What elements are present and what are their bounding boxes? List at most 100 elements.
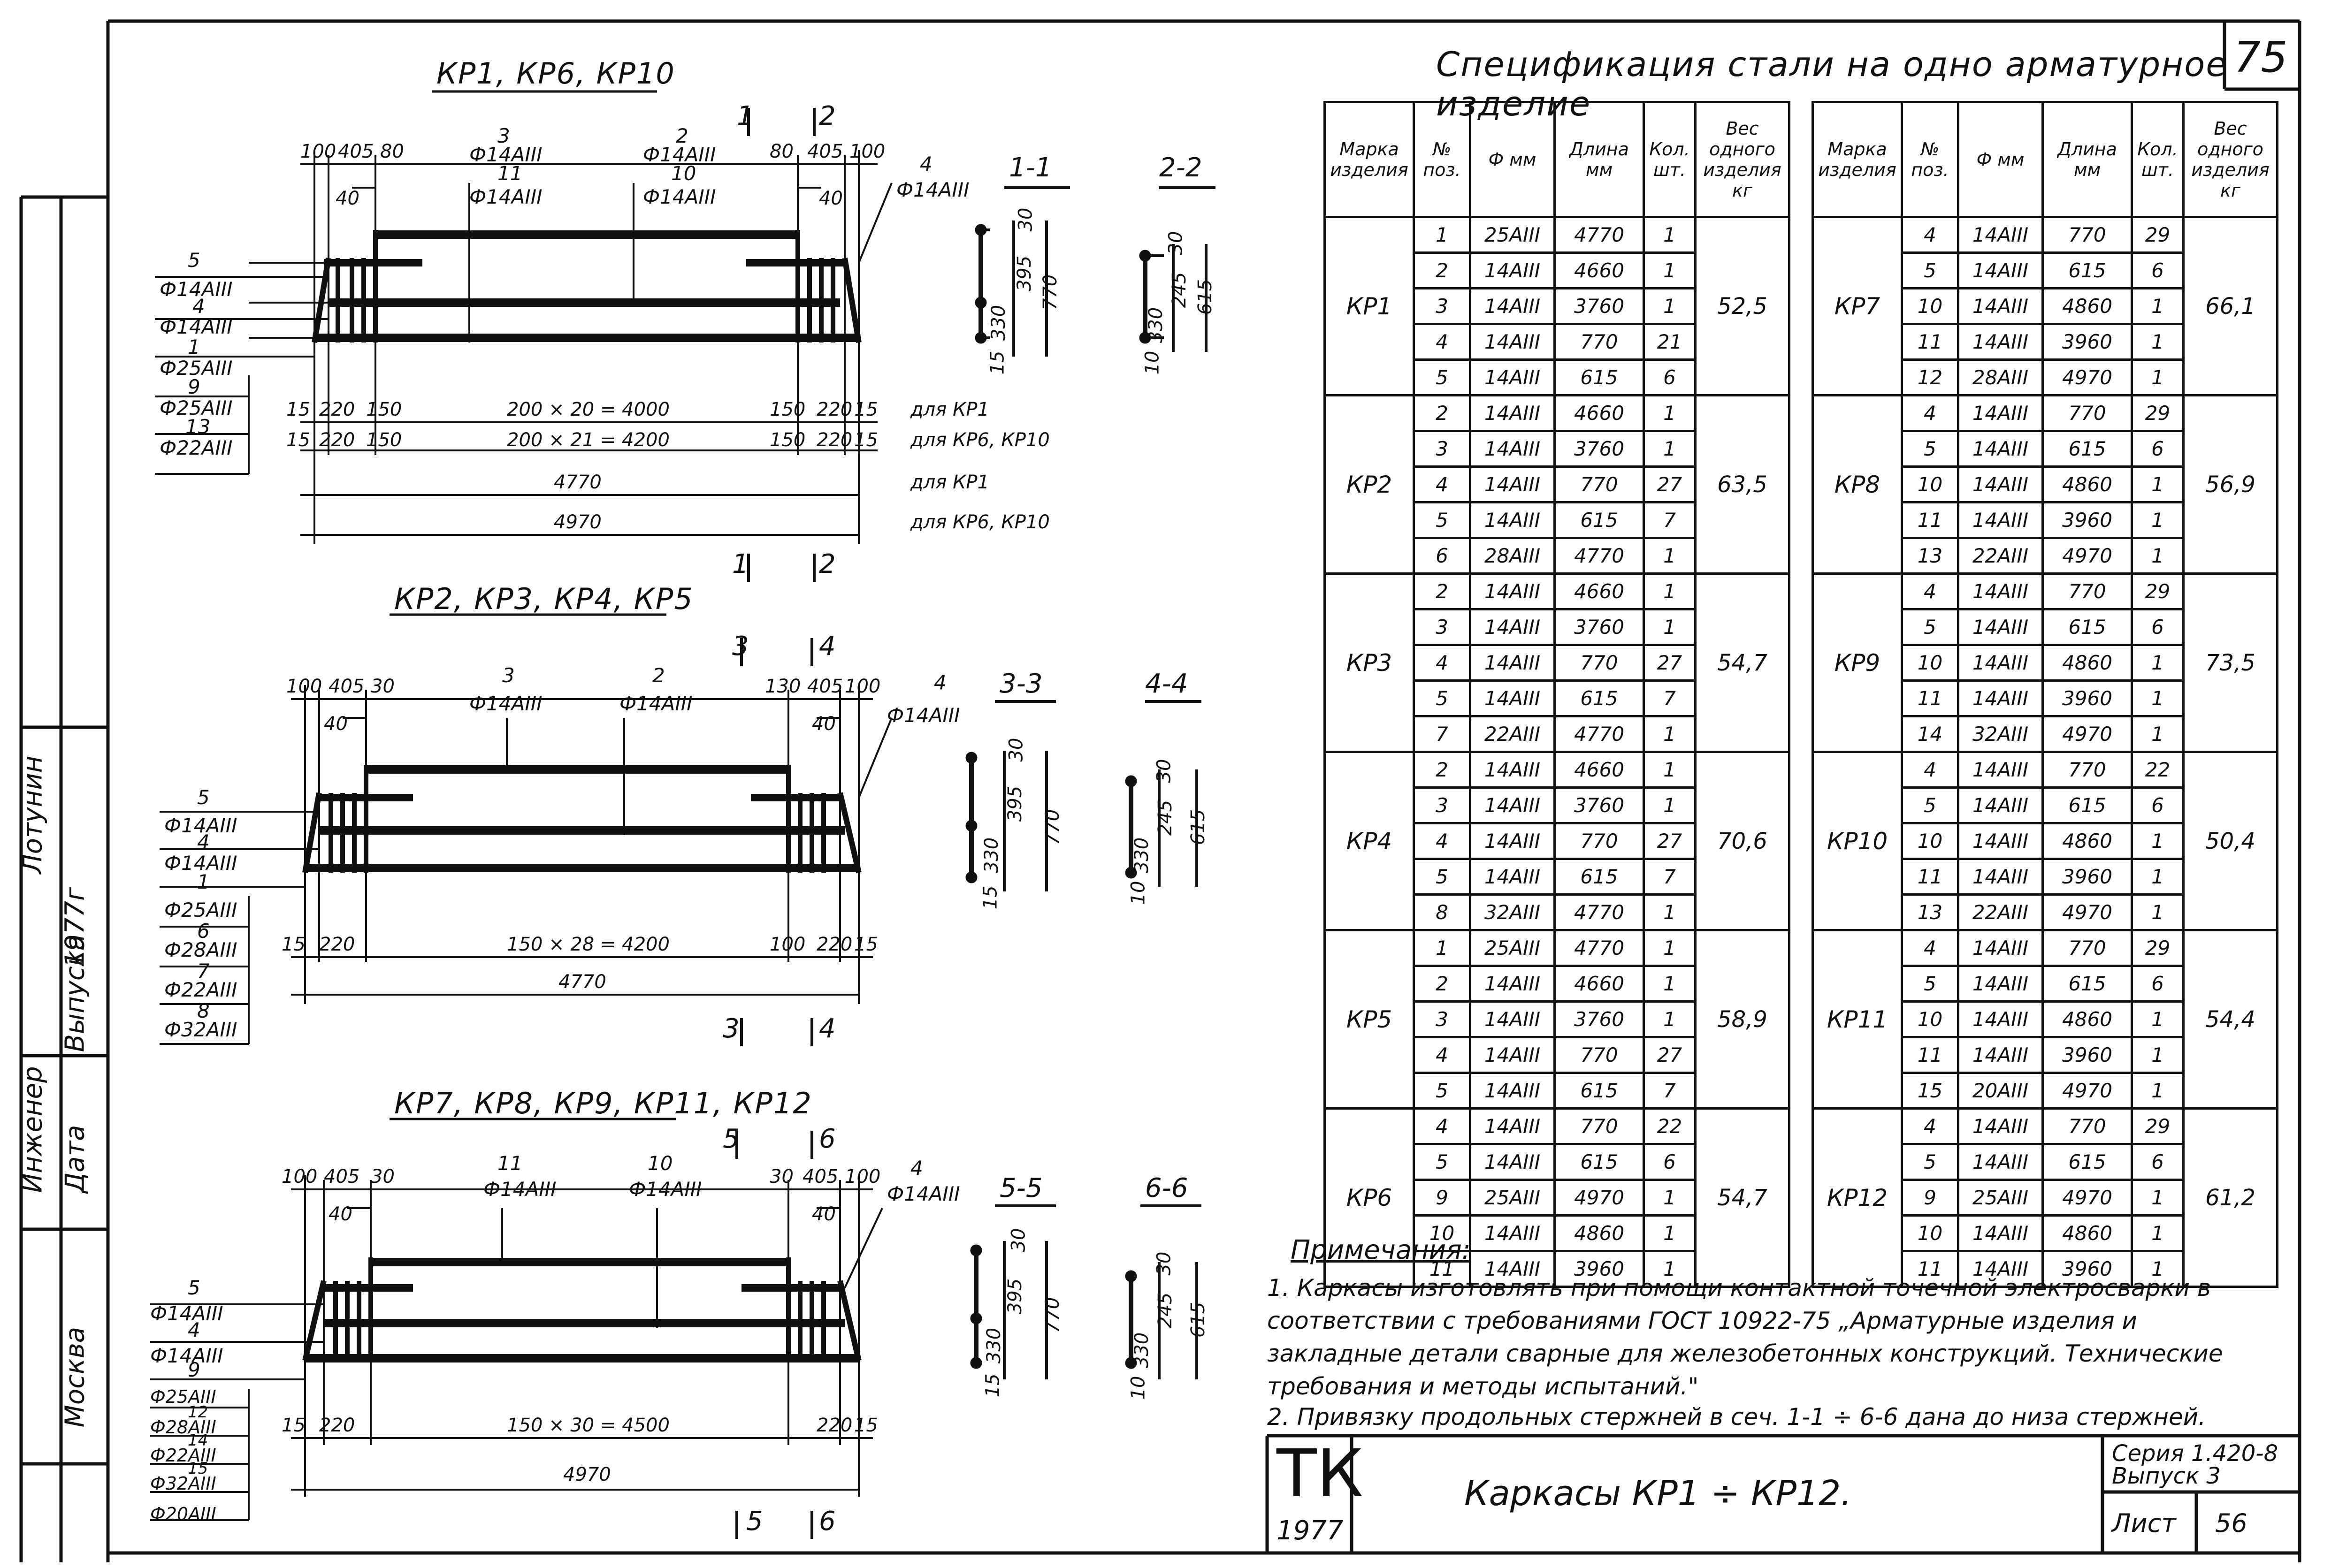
section-title-6-6: 6-6 bbox=[1145, 1173, 1188, 1203]
cell-len: 4770 bbox=[1553, 893, 1645, 931]
cell-dia: 14АIII bbox=[1957, 786, 2044, 824]
cell-pos: 6 bbox=[1413, 537, 1471, 575]
cell-len: 4770 bbox=[1553, 216, 1645, 254]
cell-len: 770 bbox=[1553, 323, 1645, 361]
stamp-issued: Выпуска bbox=[60, 934, 91, 1052]
cell-len: 615 bbox=[1553, 1143, 1645, 1181]
cell-dia: 14АIII bbox=[1957, 251, 2044, 289]
cell-dia: 14АIII bbox=[1957, 430, 2044, 468]
cell-weight: 70,6 bbox=[1694, 751, 1790, 931]
cell-len: 3760 bbox=[1553, 786, 1645, 824]
spec-table-right: Марка изделия № поз. Ф мм Длина мм Кол. … bbox=[1812, 101, 2278, 1288]
section-mark: 4 bbox=[819, 631, 836, 662]
cell-mark: КР11 bbox=[1812, 929, 1903, 1110]
cell-len: 3960 bbox=[2041, 501, 2133, 539]
cell-len: 4860 bbox=[2041, 465, 2133, 503]
dim-center: 200 × 21 = 4200 bbox=[507, 429, 670, 451]
sheet-label: Лист bbox=[2112, 1508, 2176, 1538]
cell-len: 4970 bbox=[2041, 715, 2133, 753]
cell-qty: 1 bbox=[1643, 1250, 1697, 1288]
tk-logo: ТК bbox=[1277, 1436, 1363, 1512]
cell-qty: 1 bbox=[2131, 287, 2185, 325]
cell-len: 615 bbox=[1553, 358, 1645, 396]
cell-mark: КР10 bbox=[1812, 751, 1903, 931]
legend-dia: Ф22АIII bbox=[160, 436, 233, 459]
legend-dia: Ф25АIII bbox=[164, 898, 237, 921]
legend-pos: 5 bbox=[188, 1276, 200, 1299]
dim-label: 220 bbox=[817, 429, 853, 451]
cell-dia: 14АIII bbox=[1469, 1250, 1556, 1288]
cell-pos: 10 bbox=[1413, 1214, 1471, 1252]
cell-dia: 14АIII bbox=[1957, 323, 2044, 361]
cell-mark: КР1 bbox=[1323, 216, 1415, 396]
dim-label: 15 bbox=[982, 1373, 1004, 1398]
dim-label: 15 bbox=[854, 399, 878, 420]
cell-qty: 1 bbox=[1643, 287, 1697, 325]
cell-pos: 4 bbox=[1901, 929, 1959, 967]
cell-qty: 29 bbox=[2131, 1107, 2185, 1145]
dim-label: 30 bbox=[371, 1166, 395, 1187]
cell-len: 3960 bbox=[2041, 1036, 2133, 1074]
cell-qty: 1 bbox=[2131, 501, 2185, 539]
dim-label: 245 bbox=[1154, 1292, 1177, 1329]
col-header-qty: Кол. шт. bbox=[1643, 101, 1697, 218]
cell-qty: 7 bbox=[1643, 501, 1697, 539]
col-header-dia: Ф мм bbox=[1957, 101, 2044, 218]
dim-label: 405 bbox=[807, 141, 843, 162]
dim-label: 150 bbox=[770, 429, 806, 451]
col-header-pos: № поз. bbox=[1413, 101, 1471, 218]
legend-pos: 5 bbox=[188, 249, 200, 272]
cell-qty: 6 bbox=[2131, 251, 2185, 289]
cell-qty: 1 bbox=[1643, 251, 1697, 289]
cell-pos: 14 bbox=[1901, 715, 1959, 753]
cell-qty: 1 bbox=[2131, 1179, 2185, 1217]
cell-dia: 14АIII bbox=[1469, 1107, 1556, 1145]
stamp-name: Лотунин bbox=[17, 755, 48, 874]
cell-dia: 14АIII bbox=[1469, 858, 1556, 896]
cell-len: 615 bbox=[1553, 858, 1645, 896]
cell-dia: 14АIII bbox=[1469, 822, 1556, 860]
cell-dia: 14АIII bbox=[1957, 394, 2044, 432]
cell-dia: 25АIII bbox=[1469, 1179, 1556, 1217]
section-mark: 5 bbox=[746, 1506, 763, 1537]
cell-qty: 1 bbox=[2131, 644, 2185, 682]
cell-dia: 14АIII bbox=[1469, 358, 1556, 396]
series-label: Серия 1.420-8 bbox=[2112, 1440, 2278, 1467]
cell-pos: 1 bbox=[1413, 216, 1471, 254]
cell-dia: 14АIII bbox=[1469, 1143, 1556, 1181]
cell-pos: 4 bbox=[1413, 465, 1471, 503]
legend-dia: Ф32АIII bbox=[164, 1018, 237, 1041]
bar-pos: 3 bbox=[502, 664, 515, 687]
dim-label: 15 bbox=[854, 1415, 878, 1436]
cell-qty: 1 bbox=[1643, 216, 1697, 254]
dim-label: 770 bbox=[1040, 274, 1062, 311]
cell-pos: 4 bbox=[1413, 323, 1471, 361]
cell-dia: 14АIII bbox=[1469, 430, 1556, 468]
col-header-weight: Вес одного изделия кг bbox=[2182, 101, 2278, 218]
cell-dia: 14АIII bbox=[1957, 501, 2044, 539]
cell-pos: 10 bbox=[1901, 1000, 1959, 1038]
section-title-4-4: 4-4 bbox=[1145, 669, 1188, 699]
dim-label: 150 bbox=[366, 429, 402, 451]
col-header-len: Длина мм bbox=[2041, 101, 2133, 218]
cell-pos: 5 bbox=[1413, 358, 1471, 396]
cell-qty: 7 bbox=[1643, 679, 1697, 717]
cell-len: 4770 bbox=[1553, 715, 1645, 753]
cell-pos: 5 bbox=[1901, 430, 1959, 468]
cell-weight: 61,2 bbox=[2182, 1107, 2278, 1288]
cell-len: 4970 bbox=[2041, 537, 2133, 575]
cell-dia: 32АIII bbox=[1469, 893, 1556, 931]
section-title-5-5: 5-5 bbox=[1000, 1173, 1043, 1203]
